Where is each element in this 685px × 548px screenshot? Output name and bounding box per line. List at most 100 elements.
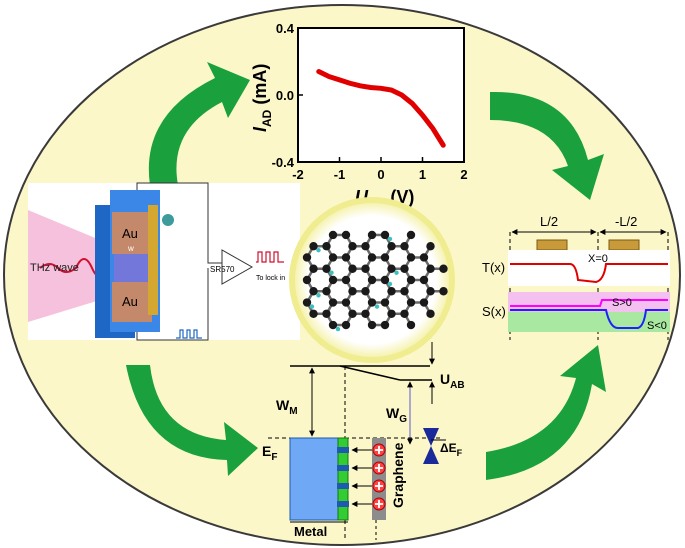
carbon-atom — [361, 242, 370, 251]
curved-arrow-bottom-left — [126, 365, 258, 476]
electrode-top-label: Au — [122, 226, 138, 241]
carbon-atom — [341, 253, 351, 262]
delta-ef-label: ΔEF — [440, 441, 463, 458]
dirac-cone — [423, 428, 439, 464]
carbon-atom — [361, 264, 370, 273]
y-tick-label: 0.0 — [276, 88, 294, 103]
tx-panel — [508, 250, 670, 286]
edge-atom — [387, 281, 393, 287]
carbon-atom — [426, 287, 435, 296]
iv-ylabel: IAD (mA) — [250, 64, 274, 132]
carbon-atom — [387, 309, 396, 318]
carbon-atom — [439, 287, 448, 296]
carbon-atom — [328, 275, 338, 285]
carbon-atom — [406, 253, 416, 262]
carbon-atom — [419, 298, 429, 307]
wire-top — [136, 182, 222, 264]
ef-label: EF — [262, 443, 277, 463]
carbon-atom — [302, 298, 312, 307]
carbon-atom — [400, 264, 409, 273]
sx-label: S(x) — [482, 304, 506, 319]
globe-icon — [162, 214, 174, 226]
carbon-atom — [380, 298, 390, 307]
carbon-atom — [367, 320, 377, 330]
s-pos-label: S>0 — [612, 297, 632, 309]
carbon-atom — [426, 242, 435, 251]
carbon-atom — [400, 242, 409, 251]
carbon-atom — [419, 253, 429, 262]
pulse-train-bottom — [176, 329, 202, 339]
carbon-atom — [341, 298, 351, 307]
wm-label: WM — [276, 397, 298, 417]
transport-profile: L/2 -L/2 T(x) X=0 S(x) S>0 S<0 — [482, 214, 670, 340]
interface-dipoles — [337, 447, 349, 507]
s-neg-label: S<0 — [647, 320, 667, 332]
carbon-atom — [341, 230, 351, 240]
side-contact — [148, 205, 158, 315]
carbon-atom — [348, 309, 357, 318]
graphene-channel — [114, 254, 154, 282]
carbon-atom — [341, 320, 351, 330]
carbon-atom — [361, 287, 370, 296]
electrode-pad-left — [536, 239, 568, 251]
y-tick-label: -0.4 — [272, 155, 295, 170]
carbon-atom — [309, 264, 318, 273]
wg-label: WG — [386, 405, 407, 425]
carbon-atom — [367, 298, 377, 307]
pulse-train-out — [256, 251, 284, 263]
sx-blue-line — [510, 309, 668, 329]
interface-layer — [337, 437, 349, 521]
edge-atom — [374, 304, 380, 309]
edge-atom — [316, 248, 321, 253]
carbon-atom — [406, 320, 416, 330]
dipole-bar — [337, 465, 349, 471]
carbon-atom — [302, 253, 312, 262]
carbon-atom — [302, 275, 312, 285]
carbon-atom — [348, 242, 357, 251]
edge-atom — [387, 236, 393, 242]
dipole-bar — [337, 483, 349, 489]
carbon-atom — [322, 264, 331, 273]
iv-plot-frame — [297, 27, 465, 163]
lattice-atoms — [302, 230, 448, 332]
carbon-atom — [309, 287, 318, 296]
carbon-atom — [367, 253, 377, 262]
device-schematic: THz wave Au Au w SR570 To lock in — [28, 182, 300, 341]
tx-line — [510, 263, 668, 284]
carbon-atom — [328, 253, 338, 262]
edge-atom — [309, 304, 315, 309]
thz-beam — [28, 210, 100, 322]
thz-label: THz wave — [30, 262, 79, 274]
amplifier-label: SR570 — [210, 265, 235, 274]
x-tick-label: 0 — [377, 167, 384, 182]
carbon-atom — [328, 320, 338, 330]
carbon-atom — [387, 242, 396, 251]
carbon-atom — [419, 275, 429, 285]
carbon-atom — [426, 264, 435, 273]
edge-atom — [335, 326, 341, 332]
electrode-bottom — [112, 282, 152, 322]
half-left-label: L/2 — [540, 214, 558, 229]
carbon-atom — [380, 275, 390, 285]
carbon-atom — [309, 242, 318, 251]
graphene-lattice-illustration — [289, 197, 455, 363]
carbon-atom — [400, 287, 409, 296]
uab-label: UAB — [440, 371, 465, 391]
x-tick-label: -2 — [292, 167, 304, 182]
dipole-bar — [337, 447, 349, 453]
half-right-label: -L/2 — [615, 214, 637, 229]
electrode-top — [112, 212, 152, 254]
wire-bottom — [136, 268, 209, 341]
carbon-atom — [387, 287, 396, 296]
carbon-atom — [322, 287, 331, 296]
carbon-atom — [406, 298, 416, 307]
electrode-bottom-label: Au — [122, 294, 138, 309]
band-diagram: UAB WM WG EF Graphene ΔEF Metal — [262, 342, 465, 540]
x-tick-label: 1 — [419, 167, 426, 182]
carbon-atom — [426, 309, 435, 318]
carbon-atom — [309, 309, 318, 318]
curved-arrow-top-right — [490, 91, 604, 200]
iv-series-line — [316, 69, 446, 148]
